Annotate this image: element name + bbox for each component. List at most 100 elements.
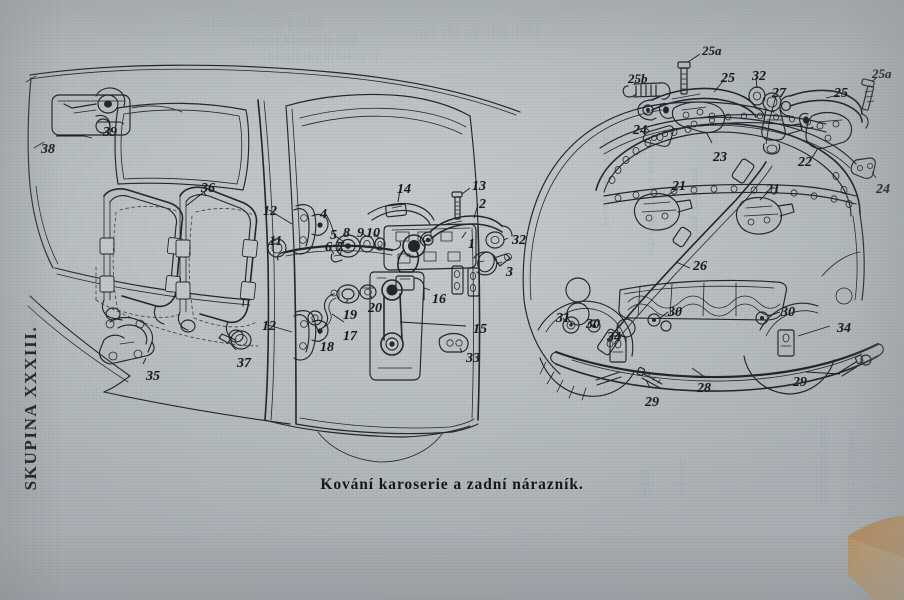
callout-4: 4	[320, 207, 327, 222]
figure-caption: Kování karoserie a zadní nárazník.	[0, 476, 904, 494]
callout-30b: 30	[781, 305, 795, 320]
callout-36: 36	[201, 181, 215, 196]
leader-25aL	[687, 53, 701, 63]
part-34-bracket-left	[609, 335, 627, 363]
leader-38	[56, 135, 93, 139]
part-15-window-regulator	[369, 271, 425, 381]
part-13-bolt	[451, 191, 463, 220]
right-rear-view	[522, 53, 884, 401]
leader-36b	[185, 191, 205, 207]
leader-29L	[645, 379, 651, 389]
part-21-mount-left	[633, 192, 693, 231]
part-25a-bolt-right	[861, 78, 875, 111]
callout-39: 39	[103, 125, 117, 140]
callout-29b: 29	[793, 375, 807, 390]
callout-25b2: 25	[834, 86, 848, 101]
leader-13	[461, 187, 471, 195]
callout-29: 29	[645, 395, 659, 410]
leader-15	[399, 321, 467, 327]
callout-34: 34	[607, 330, 621, 345]
leader-4	[325, 213, 337, 239]
leader-25R	[825, 94, 839, 99]
callout-32: 32	[512, 233, 526, 248]
callout-9: 9	[357, 226, 364, 241]
part-38-39	[51, 87, 183, 136]
leader-21R	[759, 191, 769, 201]
callout-6: 6	[325, 240, 332, 255]
part-9-washer	[359, 235, 375, 253]
part-19-bushing	[336, 284, 360, 304]
callout-37: 37	[237, 356, 251, 371]
corner-mark-tl2	[33, 141, 45, 149]
left-body-view	[27, 64, 521, 463]
leader-12-upper	[268, 209, 293, 225]
leader-19	[345, 299, 349, 303]
leader-30R	[767, 311, 781, 317]
callout-27: 27	[772, 86, 786, 101]
callout-25a: 25a	[702, 43, 722, 58]
callout-22: 22	[798, 155, 812, 170]
part-18-ball	[307, 310, 323, 326]
part-32-nut-right	[748, 86, 766, 106]
callout-34b: 34	[837, 321, 851, 336]
part-29-bolt-left	[636, 366, 663, 389]
callout-11: 11	[269, 234, 283, 249]
leader-21L	[665, 189, 677, 197]
leader-17	[331, 313, 345, 323]
leader-35	[142, 357, 147, 365]
leader-6	[329, 247, 335, 255]
group-label: SKUPINA XXXIII.	[21, 313, 41, 503]
part-31-washer	[562, 316, 580, 334]
callout-35: 35	[146, 369, 160, 384]
leader-36a	[203, 191, 207, 197]
leader-10	[373, 232, 380, 239]
part-33-catch	[438, 332, 469, 353]
part-25-hinge-right	[779, 89, 869, 129]
part-22-hinge-plate	[798, 111, 853, 149]
callout-26: 26	[693, 259, 707, 274]
leader-11	[271, 239, 277, 243]
leader-16	[423, 287, 431, 291]
leader-24R	[871, 171, 877, 179]
leader-1	[461, 231, 467, 239]
part-30-nuts	[587, 311, 769, 333]
part-29-bolt-center	[595, 371, 622, 386]
callout-3: 3	[506, 265, 513, 280]
part-24-bracket-right	[850, 157, 876, 179]
leader-26	[675, 261, 691, 269]
leader-33	[459, 347, 463, 353]
part-17-rod	[317, 289, 338, 331]
part-29-bolt-right	[839, 354, 872, 377]
callout-30c: 30	[586, 317, 600, 332]
callout-30: 30	[668, 305, 682, 320]
callout-10: 10	[366, 226, 380, 241]
callout-23: 23	[713, 150, 727, 165]
leader-37	[228, 341, 237, 351]
leader-29R	[805, 371, 841, 375]
group-label-text: SKUPINA XXXIII.	[21, 325, 40, 491]
leader-22	[811, 147, 819, 159]
leader-25b	[633, 79, 637, 86]
part-10-nut	[374, 237, 386, 251]
callout-24b: 24	[876, 182, 890, 197]
leader-25aR	[871, 77, 877, 83]
callout-15: 15	[473, 322, 487, 337]
callout-31: 31	[556, 311, 570, 326]
leader-39b	[98, 121, 125, 125]
part-24-bracket-left	[642, 125, 674, 147]
callout-33: 33	[466, 351, 480, 366]
part-2-door-handle	[419, 215, 513, 247]
part-25b-spring	[622, 82, 671, 100]
leader-24L	[645, 127, 651, 133]
part-21-mount-right	[735, 196, 795, 235]
part-34-bracket-right	[777, 329, 795, 357]
part-36-seat-frames	[99, 186, 259, 343]
leader-7	[339, 247, 343, 257]
callout-13: 13	[472, 179, 486, 194]
leader-9	[361, 232, 367, 237]
callout-21: 21	[672, 179, 686, 194]
leader-3	[495, 261, 503, 265]
leader-12-lower	[267, 324, 293, 333]
leader-27	[765, 95, 777, 145]
